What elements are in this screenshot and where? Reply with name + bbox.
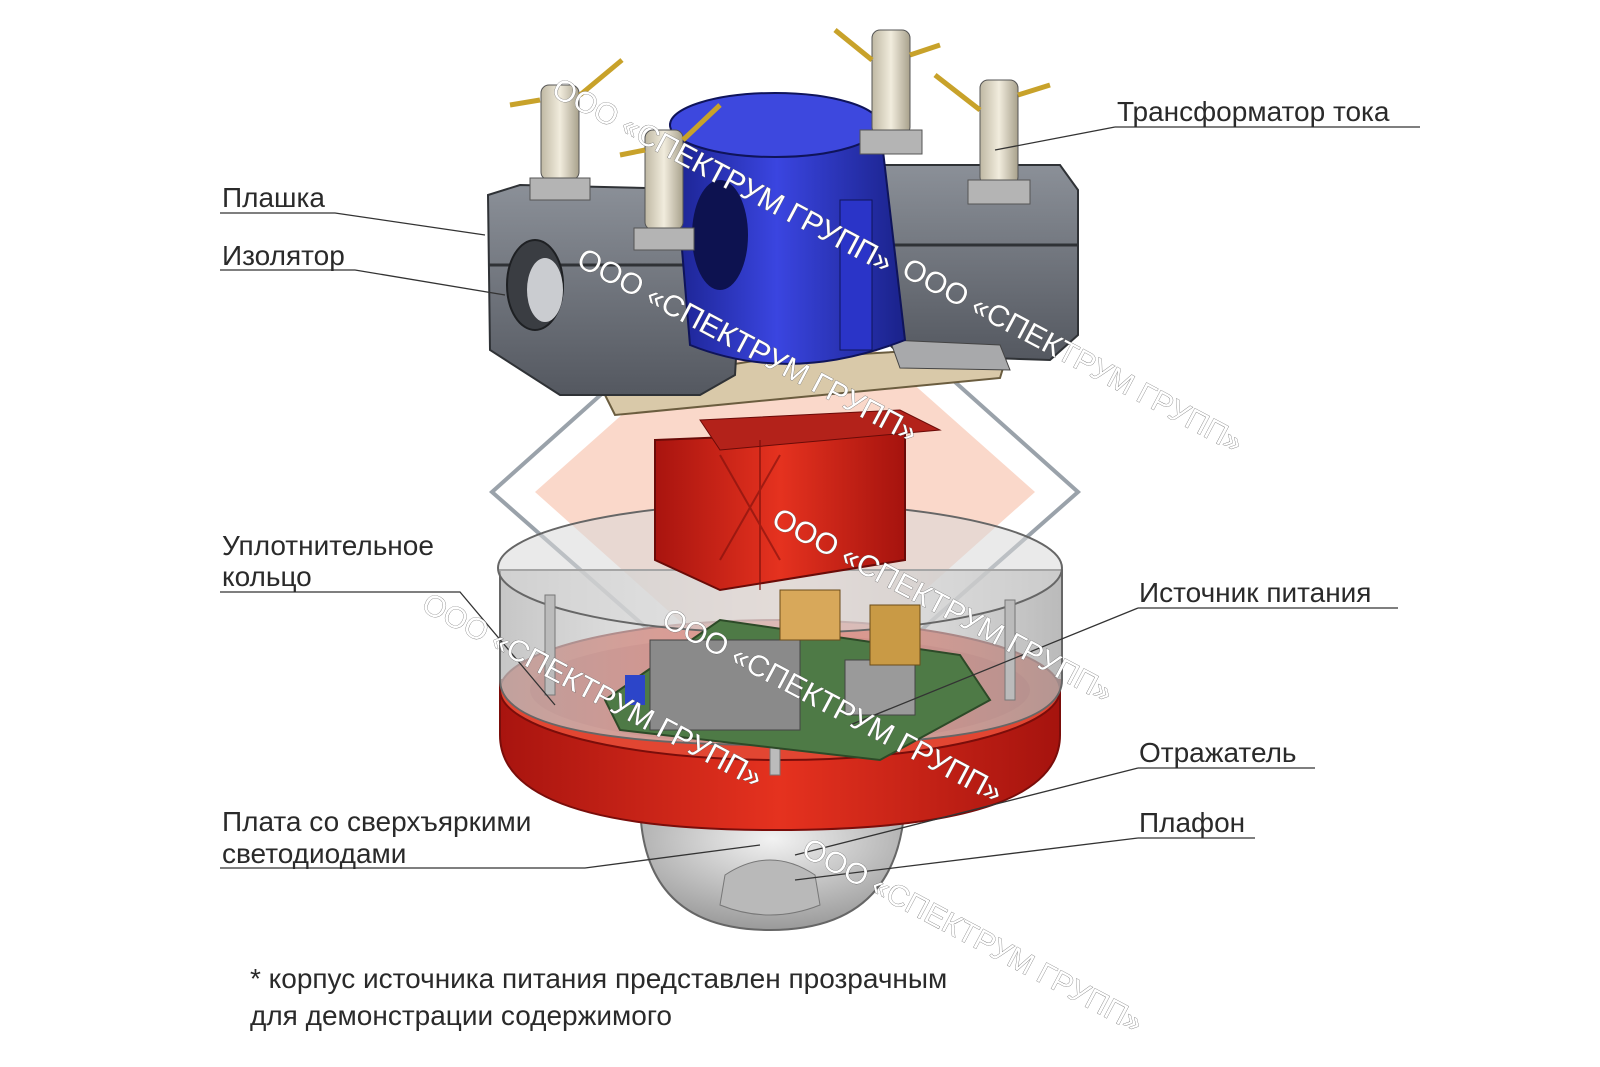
label-insulator: Изолятор — [222, 240, 345, 271]
footnote: * корпус источника питания представлен п… — [250, 960, 947, 1034]
terminal-pin-4 — [933, 73, 1051, 205]
label-transformer: Трансформатор тока — [1117, 96, 1390, 127]
label-seal-ring-line1: Уплотнительное — [222, 530, 434, 561]
footnote-line2: для демонстрации содержимого — [250, 1000, 672, 1031]
right-clamp — [879, 164, 1079, 371]
current-transformer — [669, 92, 907, 365]
terminal-pin-3 — [833, 28, 941, 155]
label-led-board-line2: светодиодами — [222, 838, 407, 869]
label-power-supply: Источник питания — [1139, 577, 1372, 608]
terminal-pin-1 — [509, 58, 624, 201]
footnote-line1: * корпус источника питания представлен п… — [250, 963, 948, 994]
shade-dome — [638, 799, 907, 932]
core-block — [654, 409, 942, 592]
label-seal-ring-line2: кольцо — [222, 561, 312, 592]
label-led-board-line1: Плата со сверхъяркими — [222, 806, 532, 837]
terminal-pin-2 — [619, 103, 722, 251]
label-reflector: Отражатель — [1139, 737, 1297, 768]
label-shade: Плафон — [1139, 807, 1246, 838]
leader-lines — [220, 126, 1420, 881]
label-clamp: Плашка — [222, 182, 325, 213]
power-supply-board — [603, 589, 992, 762]
